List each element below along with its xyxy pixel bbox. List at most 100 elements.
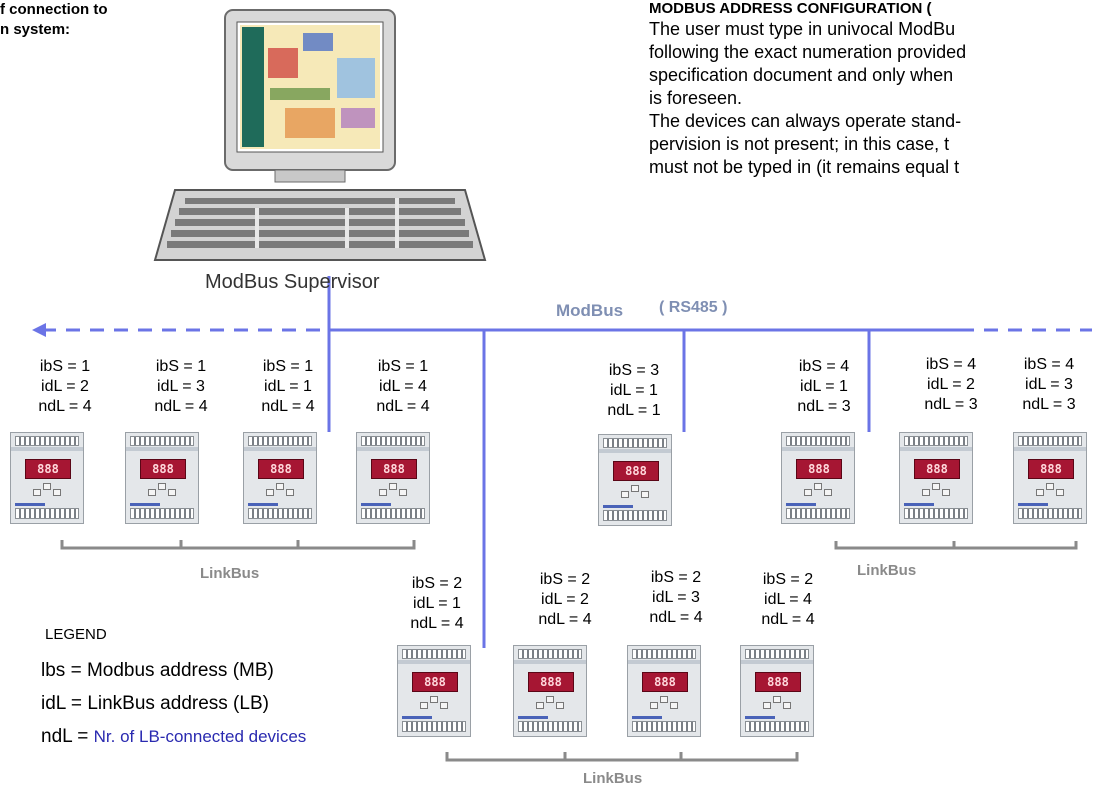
info-line: The user must type in univocal ModBu — [649, 19, 956, 39]
linkbus-group1 — [60, 540, 416, 550]
controller-device: 888 — [740, 645, 814, 737]
ibs-value: ibS = 4 — [925, 356, 977, 373]
idl-value: idL = 4 — [379, 378, 427, 395]
controller-device: 888 — [10, 432, 84, 524]
linkbus-label-group1: LinkBus — [200, 565, 260, 582]
device-address-label: ibS = 4 idL = 1 ndL = 3 — [779, 357, 869, 417]
legend-ibs-desc: Modbus address (MB) — [86, 660, 274, 681]
modbus-label: ModBus — [556, 301, 624, 320]
rs485-label: ( RS485 ) — [659, 299, 728, 316]
device-display: 888 — [412, 672, 458, 692]
controller-device: 888 — [243, 432, 317, 524]
legend-title: LEGEND — [45, 626, 107, 643]
legend-ndl: ndL = Nr. of LB-connected devices — [41, 725, 306, 749]
device-display: 888 — [1028, 459, 1074, 479]
ibs-value: ibS = 4 — [798, 358, 850, 375]
ibs-value: ibS = 1 — [39, 358, 91, 375]
device-address-label: ibS = 2 idL = 2 ndL = 4 — [520, 570, 610, 630]
controller-device: 888 — [598, 434, 672, 526]
controller-device: 888 — [1013, 432, 1087, 524]
controller-device: 888 — [356, 432, 430, 524]
legend-idl-key: idL = — [41, 693, 88, 714]
ndl-value: ndL = 4 — [761, 611, 815, 628]
legend-ndl-key: ndL = — [41, 726, 94, 747]
controller-device: 888 — [627, 645, 701, 737]
info-line: must not be typed in (it remains equal t — [649, 157, 960, 177]
device-display: 888 — [25, 459, 71, 479]
ndl-value: ndL = 3 — [797, 398, 851, 415]
ndl-value: ndL = 4 — [410, 615, 464, 632]
device-display: 888 — [914, 459, 960, 479]
device-display: 888 — [258, 459, 304, 479]
info-line: is foreseen. — [649, 88, 743, 108]
info-line: following the exact numeration provided — [649, 42, 967, 62]
idl-value: idL = 1 — [610, 382, 658, 399]
idl-value: idL = 2 — [541, 591, 589, 608]
device-display: 888 — [642, 672, 688, 692]
linkbus-label-group2: LinkBus — [583, 770, 643, 787]
ibs-value: ibS = 2 — [650, 569, 702, 586]
idl-value: idL = 3 — [1025, 376, 1073, 393]
modbus-arrow-left — [32, 323, 46, 337]
info-line: specification document and only when — [649, 65, 954, 85]
device-display: 888 — [796, 459, 842, 479]
ibs-value: ibS = 1 — [155, 358, 207, 375]
legend-ibs: lbs = Modbus address (MB) — [41, 659, 274, 683]
legend-ndl-desc: Nr. of LB-connected devices — [93, 727, 307, 746]
device-address-label: ibS = 4 idL = 2 ndL = 3 — [906, 355, 996, 415]
device-address-label: ibS = 2 idL = 4 ndL = 4 — [743, 570, 833, 630]
ibs-value: ibS = 3 — [608, 362, 660, 379]
device-address-label: ibS = 1 idL = 1 ndL = 4 — [243, 357, 333, 417]
idl-value: idL = 2 — [41, 378, 89, 395]
device-address-label: ibS = 1 idL = 2 ndL = 4 — [20, 357, 110, 417]
ibs-value: ibS = 2 — [411, 575, 463, 592]
idl-value: idL = 3 — [652, 589, 700, 606]
ibs-value: ibS = 2 — [539, 571, 591, 588]
device-display: 888 — [755, 672, 801, 692]
controller-device: 888 — [899, 432, 973, 524]
legend-idl-desc: LinkBus address (LB) — [87, 693, 269, 714]
info-line: pervision is not present; in this case, … — [649, 134, 950, 154]
ndl-value: ndL = 3 — [924, 396, 978, 413]
device-address-label: ibS = 4 idL = 3 ndL = 3 — [1004, 355, 1094, 415]
idl-value: idL = 2 — [927, 376, 975, 393]
supervisor-computer-icon — [153, 9, 487, 261]
device-display: 888 — [613, 461, 659, 481]
idl-value: idL = 3 — [157, 378, 205, 395]
device-address-label: ibS = 3 idL = 1 ndL = 1 — [589, 361, 679, 421]
info-line: The devices can always operate stand- — [649, 111, 962, 131]
controller-device: 888 — [513, 645, 587, 737]
ndl-value: ndL = 4 — [154, 398, 208, 415]
device-display: 888 — [140, 459, 186, 479]
modbus-config-text: MODBUS ADDRESS CONFIGURATION ( The user … — [649, 0, 1100, 179]
device-display: 888 — [371, 459, 417, 479]
legend-idl: idL = LinkBus address (LB) — [41, 692, 269, 716]
idl-value: idL = 4 — [764, 591, 812, 608]
supervisor-label: ModBus Supervisor — [205, 271, 380, 293]
device-address-label: ibS = 2 idL = 1 ndL = 4 — [392, 574, 482, 634]
controller-device: 888 — [125, 432, 199, 524]
connection-heading: f connection to n system: — [0, 0, 108, 40]
linkbus-label-group4: LinkBus — [857, 562, 917, 579]
ndl-value: ndL = 1 — [607, 402, 661, 419]
controller-device: 888 — [397, 645, 471, 737]
ndl-value: ndL = 4 — [538, 611, 592, 628]
device-display: 888 — [528, 672, 574, 692]
device-address-label: ibS = 2 idL = 3 ndL = 4 — [631, 568, 721, 628]
ndl-value: ndL = 4 — [376, 398, 430, 415]
ndl-value: ndL = 4 — [38, 398, 92, 415]
ibs-value: ibS = 4 — [1023, 356, 1075, 373]
modbus-config-title: MODBUS ADDRESS CONFIGURATION ( — [649, 0, 932, 17]
ibs-value: ibS = 1 — [262, 358, 314, 375]
legend-ibs-key: lbs = — [41, 660, 87, 681]
ibs-value: ibS = 2 — [762, 571, 814, 588]
ndl-value: ndL = 4 — [649, 609, 703, 626]
ndl-value: ndL = 3 — [1022, 396, 1076, 413]
connection-heading-line2: n system: — [0, 21, 71, 38]
linkbus-group4 — [834, 541, 1078, 550]
ndl-value: ndL = 4 — [261, 398, 315, 415]
controller-device: 888 — [781, 432, 855, 524]
linkbus-group2 — [445, 752, 799, 762]
device-address-label: ibS = 1 idL = 3 ndL = 4 — [136, 357, 226, 417]
